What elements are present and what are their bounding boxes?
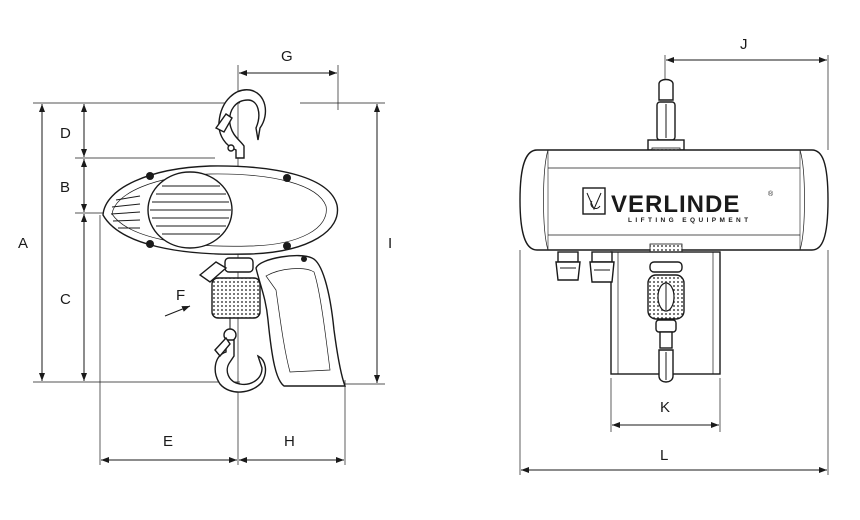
brand-name: VERLINDE	[611, 191, 740, 218]
dim-label-h: H	[284, 433, 295, 450]
side-extension-lines	[33, 65, 385, 465]
side-vents	[110, 195, 141, 229]
fan-grille	[150, 185, 231, 235]
dim-label-l: L	[660, 447, 668, 464]
side-handle	[255, 254, 347, 387]
dim-label-a: A	[18, 235, 28, 252]
dim-label-c: C	[60, 291, 71, 308]
chain-guide	[198, 257, 261, 335]
cable-gland-icon	[555, 251, 615, 283]
verlinde-logo: VERLINDE ® LIFTING EQUIPMENT	[582, 187, 774, 224]
bottom-hook-icon	[214, 328, 267, 393]
front-extension-lines	[519, 55, 829, 475]
side-housing	[102, 165, 339, 255]
dim-label-d: D	[60, 125, 71, 142]
front-housing	[519, 149, 829, 251]
dim-label-b: B	[60, 179, 70, 196]
dim-label-j: J	[740, 36, 748, 53]
brand-tagline: LIFTING EQUIPMENT	[628, 217, 752, 224]
front-bottom-hook-icon	[658, 331, 674, 383]
dim-label-i: I	[388, 235, 392, 252]
side-view: A D B C G F E H I	[18, 48, 392, 465]
dim-leader-f	[164, 305, 191, 317]
front-top-hook-icon	[647, 78, 685, 155]
front-lower-assembly	[555, 243, 721, 375]
side-dimension-lines	[39, 70, 380, 463]
dim-label-g: G	[281, 48, 293, 65]
top-hook-icon	[214, 89, 267, 159]
dim-label-e: E	[163, 433, 173, 450]
trademark-symbol: ®	[768, 190, 774, 198]
dim-label-k: K	[660, 399, 670, 416]
dim-label-f: F	[176, 287, 185, 304]
front-view: VERLINDE ® LIFTING EQUIPMENT	[519, 36, 829, 475]
